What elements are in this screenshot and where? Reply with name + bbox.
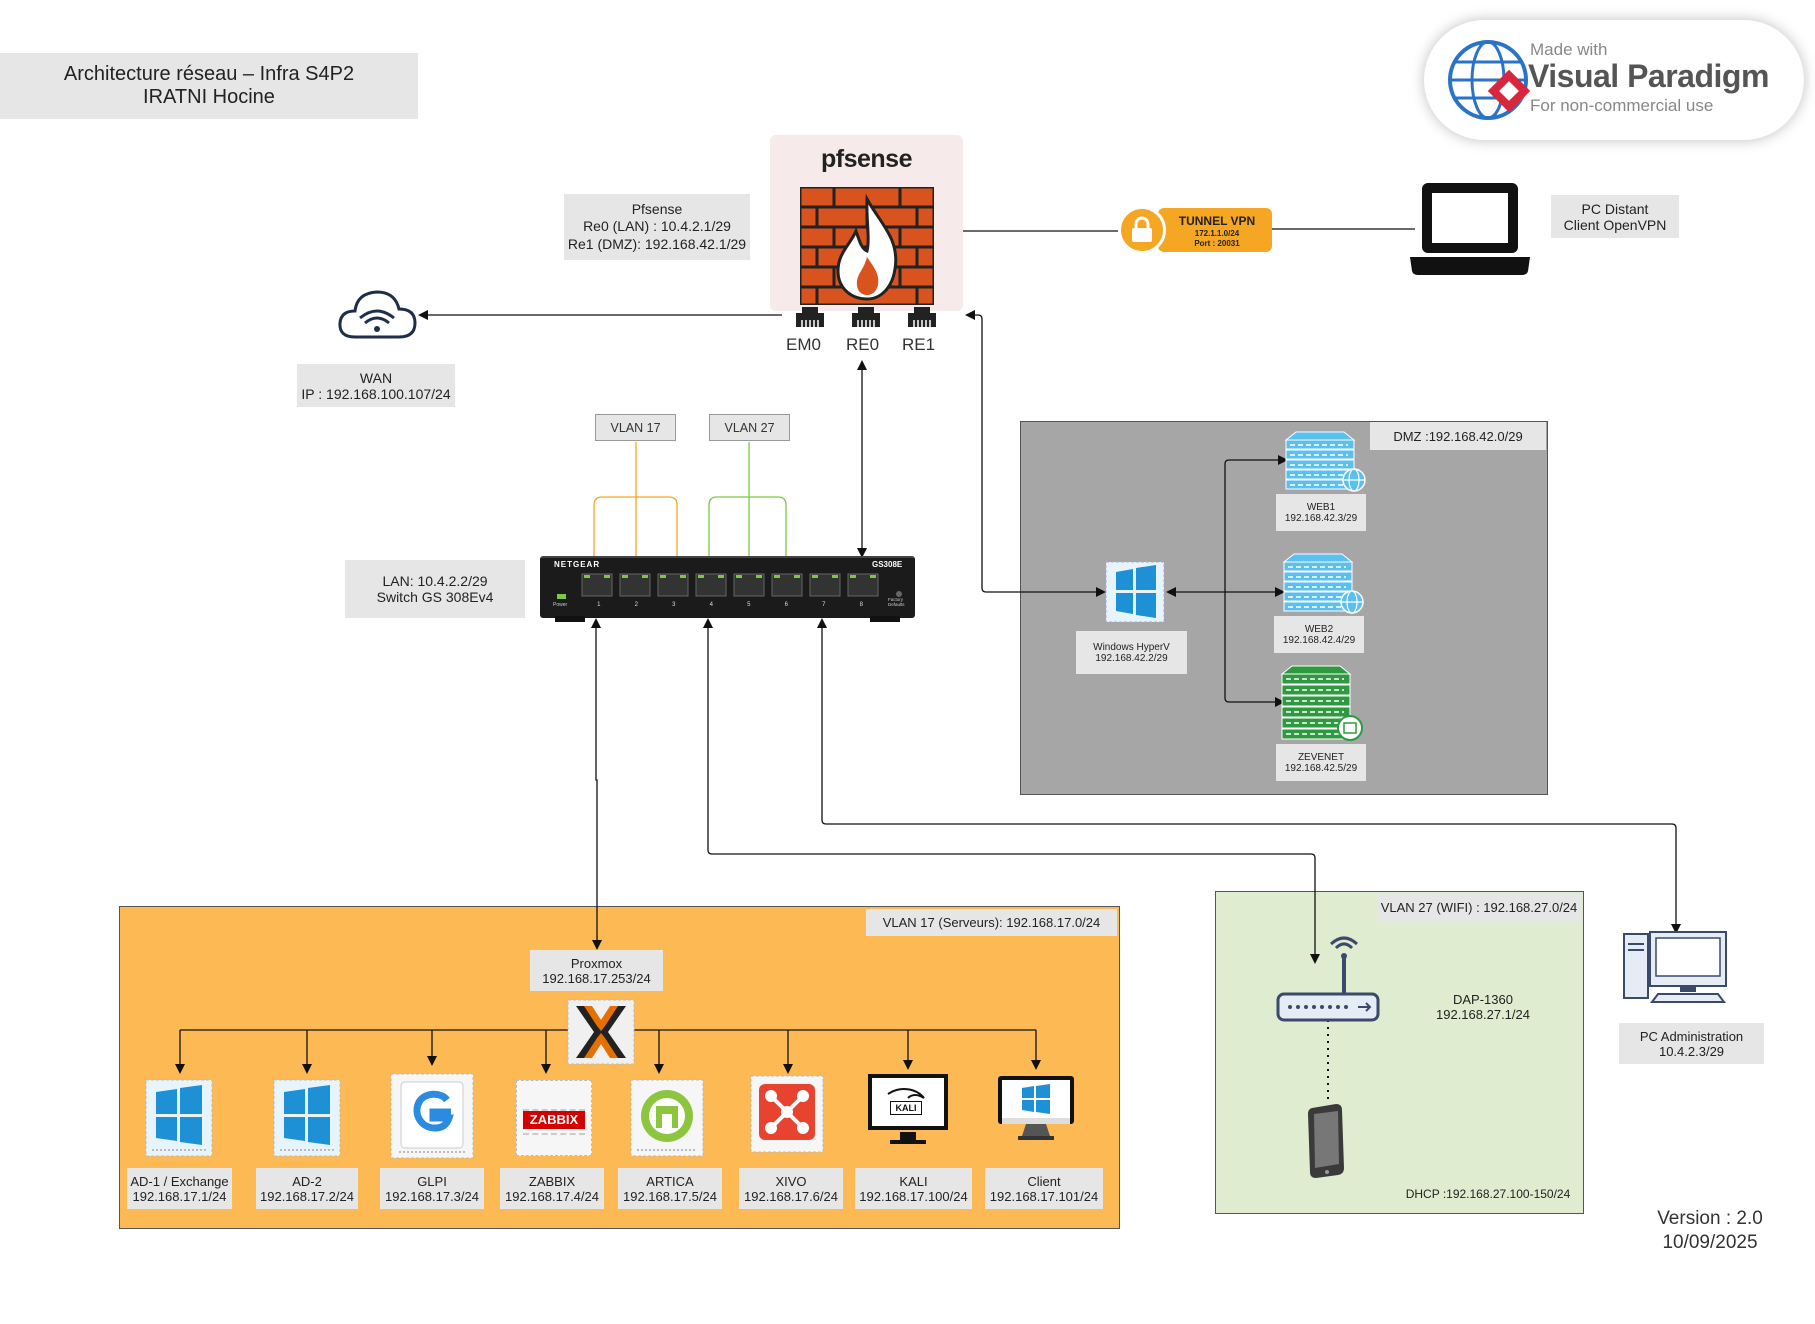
server-label-zabbix: ZABBIX 192.168.17.4/24: [500, 1168, 604, 1209]
server-label-kali: KALI 192.168.17.100/24: [855, 1168, 972, 1209]
vpn-tunnel[interactable]: TUNNEL VPN 172.1.1.0/24 Port : 20031: [1118, 204, 1272, 256]
ad1-windows-icon[interactable]: [144, 1078, 214, 1158]
pc-admin-label: PC Administration 10.4.2.3/29: [1619, 1023, 1764, 1064]
port-label-em0: EM0: [786, 335, 821, 354]
vlan27-zone: [1215, 891, 1584, 1214]
switch-ports: [581, 573, 879, 597]
web2-server-icon[interactable]: [1282, 550, 1366, 614]
vpn-subnet: 172.1.1.0/24: [1194, 229, 1240, 238]
diagram-title: Architecture réseau – Infra S4P2 IRATNI …: [0, 53, 418, 119]
visual-paradigm-logo-icon: [1448, 40, 1531, 120]
watermark-brand: Visual Paradigm: [1528, 58, 1769, 94]
kali-monitor-icon[interactable]: [866, 1072, 950, 1150]
xivo-icon[interactable]: [749, 1074, 825, 1154]
server-label-client: Client 192.168.17.101/24: [985, 1168, 1103, 1209]
port-label-re0: RE0: [846, 335, 880, 354]
port-label-re1: RE1: [902, 335, 936, 354]
desktop-pc-icon[interactable]: [1622, 928, 1730, 1004]
artica-icon[interactable]: [629, 1078, 705, 1158]
server-label-ad1: AD-1 / Exchange 192.168.17.1/24: [127, 1168, 232, 1209]
web1-server-icon[interactable]: [1284, 428, 1368, 492]
wire-switch-proxmox: [591, 618, 602, 950]
proxmox-label: Proxmox 192.168.17.253/24: [530, 950, 663, 991]
version-date: 10/09/2025: [1662, 1231, 1758, 1253]
watermark-usage: For non-commercial use: [1530, 96, 1714, 115]
dhcp-label: DHCP :192.168.27.100-150/24: [1405, 1187, 1571, 1201]
vpn-port: Port : 20031: [1194, 239, 1240, 248]
zevenet-label: ZEVENET 192.168.42.5/29: [1276, 744, 1366, 781]
hyperv-label: Windows HyperV 192.168.42.2/29: [1076, 631, 1187, 674]
netgear-switch[interactable]: NETGEAR GS308E Power Factory Defaults 1 …: [540, 556, 915, 624]
pfsense-label: Pfsense Re0 (LAN) : 10.4.2.1/29 Re1 (DMZ…: [564, 194, 750, 260]
kali-logo-text: KALI: [890, 1101, 922, 1115]
ad2-windows-icon[interactable]: [272, 1078, 342, 1158]
lock-icon: [1132, 216, 1152, 242]
zabbix-icon[interactable]: ZABBIX: [516, 1080, 592, 1156]
server-label-ad2: AD-2 192.168.17.2/24: [256, 1168, 358, 1209]
zevenet-server-icon[interactable]: [1280, 662, 1364, 742]
version-number: Version : 2.0: [1657, 1208, 1763, 1229]
web1-label: WEB1 192.168.42.3/29: [1276, 494, 1366, 531]
vpn-title: TUNNEL VPN: [1178, 214, 1256, 228]
pfsense-logo: pfsense: [821, 145, 912, 173]
title-line1: Architecture réseau – Infra S4P2: [63, 63, 355, 85]
vlan17-tag: VLAN 17: [595, 414, 676, 441]
switch-factory-label: Factory Defaults: [888, 597, 905, 607]
zabbix-logo-text: ZABBIX: [523, 1111, 585, 1129]
wan-cloud-icon[interactable]: [337, 287, 417, 343]
switch-model: GS308E: [872, 560, 903, 569]
access-point-icon[interactable]: [1276, 936, 1380, 1026]
wan-label: WAN IP : 192.168.100.107/24: [297, 364, 455, 407]
server-label-xivo: XIVO 192.168.17.6/24: [739, 1168, 843, 1209]
hyperv-server-icon[interactable]: [1102, 560, 1168, 624]
visual-paradigm-watermark: Made with Visual Paradigm For non-commer…: [1424, 20, 1804, 140]
watermark-made-with: Made with: [1530, 40, 1608, 59]
pc-distant-label: PC Distant Client OpenVPN: [1551, 195, 1679, 238]
web2-label: WEB2 192.168.42.4/29: [1274, 616, 1364, 653]
glpi-icon[interactable]: [389, 1072, 475, 1160]
vlan27-zone-label: VLAN 27 (WIFI) : 192.168.27.0/24: [1377, 894, 1581, 921]
pfsense-firewall[interactable]: pfsense: [770, 135, 963, 327]
re0-port-icon: [852, 307, 880, 327]
smartphone-icon[interactable]: [1306, 1102, 1346, 1180]
switch-power-label: Power: [553, 602, 568, 608]
server-label-glpi: GLPI 192.168.17.3/24: [380, 1168, 484, 1209]
firewall-icon: [800, 187, 934, 305]
switch-brand: NETGEAR: [554, 560, 601, 569]
ap-label: DAP-1360 192.168.27.1/24: [1436, 991, 1530, 1022]
client-monitor-icon[interactable]: [996, 1074, 1076, 1144]
server-label-artica: ARTICA 192.168.17.5/24: [618, 1168, 722, 1209]
version-info: Version : 2.0 10/09/2025: [1640, 1207, 1780, 1255]
re1-port-icon: [908, 307, 936, 327]
vlan17-zone-label: VLAN 17 (Serveurs): 192.168.17.0/24: [866, 909, 1117, 936]
vlan27-tag: VLAN 27: [709, 414, 790, 441]
em0-port-icon: [796, 307, 824, 327]
title-line2: IRATNI Hocine: [143, 86, 275, 108]
switch-label: LAN: 10.4.2.2/29 Switch GS 308Ev4: [345, 560, 525, 618]
laptop-icon[interactable]: [1410, 181, 1530, 277]
proxmox-icon[interactable]: [566, 998, 636, 1066]
dmz-zone-label: DMZ :192.168.42.0/29: [1370, 422, 1546, 450]
